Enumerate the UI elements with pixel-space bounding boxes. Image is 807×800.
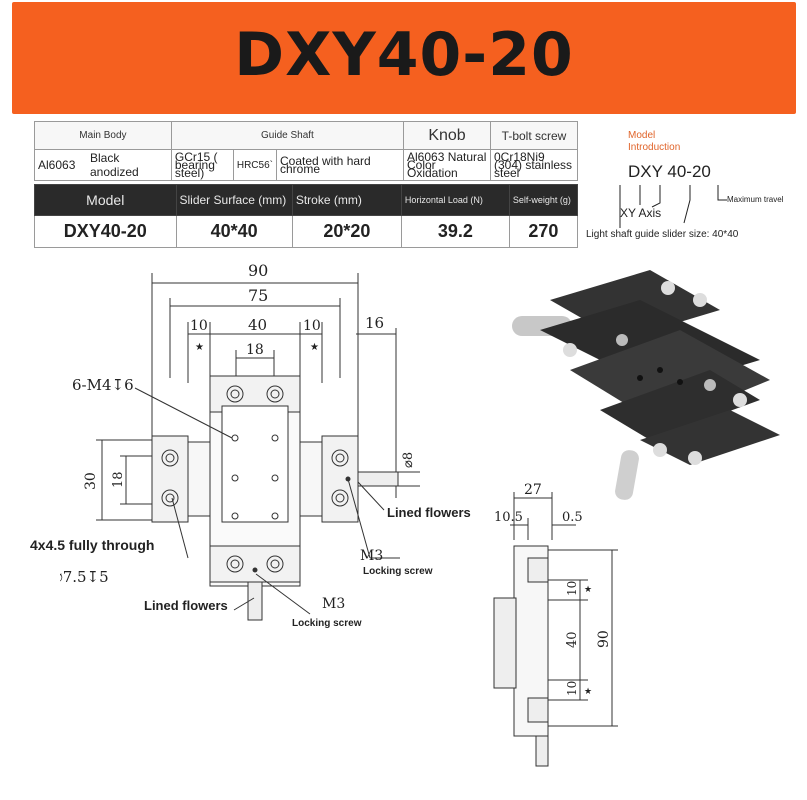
side-dim-10-5: 10.5 xyxy=(494,510,523,525)
dim-90: 90 xyxy=(248,261,268,280)
dim-75: 75 xyxy=(248,286,268,305)
dim-16: 16 xyxy=(365,314,384,332)
side-dim-10-bottom: 10 xyxy=(565,681,579,696)
main-material: Al6063 xyxy=(34,149,87,181)
dim-18-vertical: 18 xyxy=(111,471,126,488)
lined-flowers-right: Lined flowers xyxy=(387,505,471,520)
cell-horizontal-load: 39.2 xyxy=(400,215,510,248)
side-star-bottom: ★ xyxy=(584,687,592,697)
header-main-body: Main Body xyxy=(34,121,172,150)
material-spec-table: Main Body Guide Shaft Knob T-bolt screw … xyxy=(34,121,578,181)
knob-finish: Al6063 Natural Color Oxidation xyxy=(403,149,491,181)
main-finish: Black anodized xyxy=(87,149,172,181)
side-shaft xyxy=(535,735,549,767)
model-spec-table: Model Slider Surface (mm) Stroke (mm) Ho… xyxy=(34,184,579,248)
intro-title: Model Introduction xyxy=(628,130,681,153)
dim-30: 30 xyxy=(83,472,99,490)
dimension-labels: 90 75 10 40 10 16 18 30 18 ⌀8 6-M4↧6 M3 … xyxy=(60,261,416,612)
star-mark-right: ★ xyxy=(310,342,319,353)
dim-shaft-diameter: ⌀8 xyxy=(401,452,416,468)
tbolt-material: 0Cr18Ni9 (304) stainless steel xyxy=(490,149,578,181)
header-tbolt: T-bolt screw xyxy=(490,121,578,150)
intro-model: DXY 40-20 xyxy=(628,162,711,181)
title-banner: DXY40-20 xyxy=(12,2,796,114)
cell-slider-surface: 40*40 xyxy=(175,215,293,248)
through-note: 4x4.5 fully through xyxy=(30,537,155,553)
locking-screw-bottom: Locking screw xyxy=(292,618,362,629)
side-star-top: ★ xyxy=(584,585,592,595)
lined-flowers-bottom: Lined flowers xyxy=(144,598,228,613)
shaft-material: GCr15 ( bearing steel) xyxy=(170,149,234,181)
header-guide-shaft: Guide Shaft xyxy=(170,121,405,150)
product-render xyxy=(512,270,780,500)
header-model: Model xyxy=(34,184,177,216)
intro-max-travel: Maximum travel xyxy=(727,195,784,204)
side-dim-0-5: 0.5 xyxy=(562,510,583,525)
top-view-drawing: 90 75 10 40 10 16 18 30 18 ⌀8 6-M4↧6 M3 … xyxy=(60,261,420,621)
counterbore-note: ⌴ ⌀7.5↧5 xyxy=(60,568,109,586)
header-stroke: Stroke (mm) xyxy=(291,184,402,216)
header-slider-surface: Slider Surface (mm) xyxy=(175,184,293,216)
side-left-clamp xyxy=(493,597,517,689)
render-slider-plate xyxy=(570,330,770,425)
cell-self-weight: 270 xyxy=(508,215,579,248)
side-dim-40: 40 xyxy=(565,631,580,648)
dim-10-left: 10 xyxy=(190,318,208,334)
cell-stroke: 20*20 xyxy=(291,215,402,248)
render-bottom-block xyxy=(640,410,780,465)
header-self-weight: Self-weight (g) xyxy=(508,184,579,216)
shaft-coating: Coated with hard chrome xyxy=(275,149,405,181)
side-dim-90: 90 xyxy=(596,630,612,648)
hole-note: 6-M4↧6 xyxy=(72,376,134,394)
dim-10-right: 10 xyxy=(303,318,321,334)
header-horizontal-load: Horizontal Load (N) xyxy=(400,184,510,216)
header-knob: Knob xyxy=(403,121,491,150)
shaft-hardness: HRC56` xyxy=(232,149,277,181)
page-title: DXY40-20 xyxy=(234,20,574,90)
intro-xy-axis: XY Axis xyxy=(620,206,662,220)
dim-18: 18 xyxy=(246,342,264,358)
side-view-drawing: 27 10.5 0.5 10 40 10 90 ★ ★ xyxy=(493,482,618,767)
render-shaft-bottom xyxy=(615,450,639,500)
side-dim-27: 27 xyxy=(524,482,542,498)
m3-label-right: M3 xyxy=(360,548,383,564)
dim-40: 40 xyxy=(248,316,267,334)
side-dim-10-top: 10 xyxy=(565,581,579,596)
cell-model: DXY40-20 xyxy=(34,215,177,248)
intro-slider-size: Light shaft guide slider size: 40*40 xyxy=(586,229,739,240)
m3-label-bottom: M3 xyxy=(322,596,345,612)
locking-screw-right: Locking screw xyxy=(363,566,433,577)
star-mark-left: ★ xyxy=(195,342,204,353)
